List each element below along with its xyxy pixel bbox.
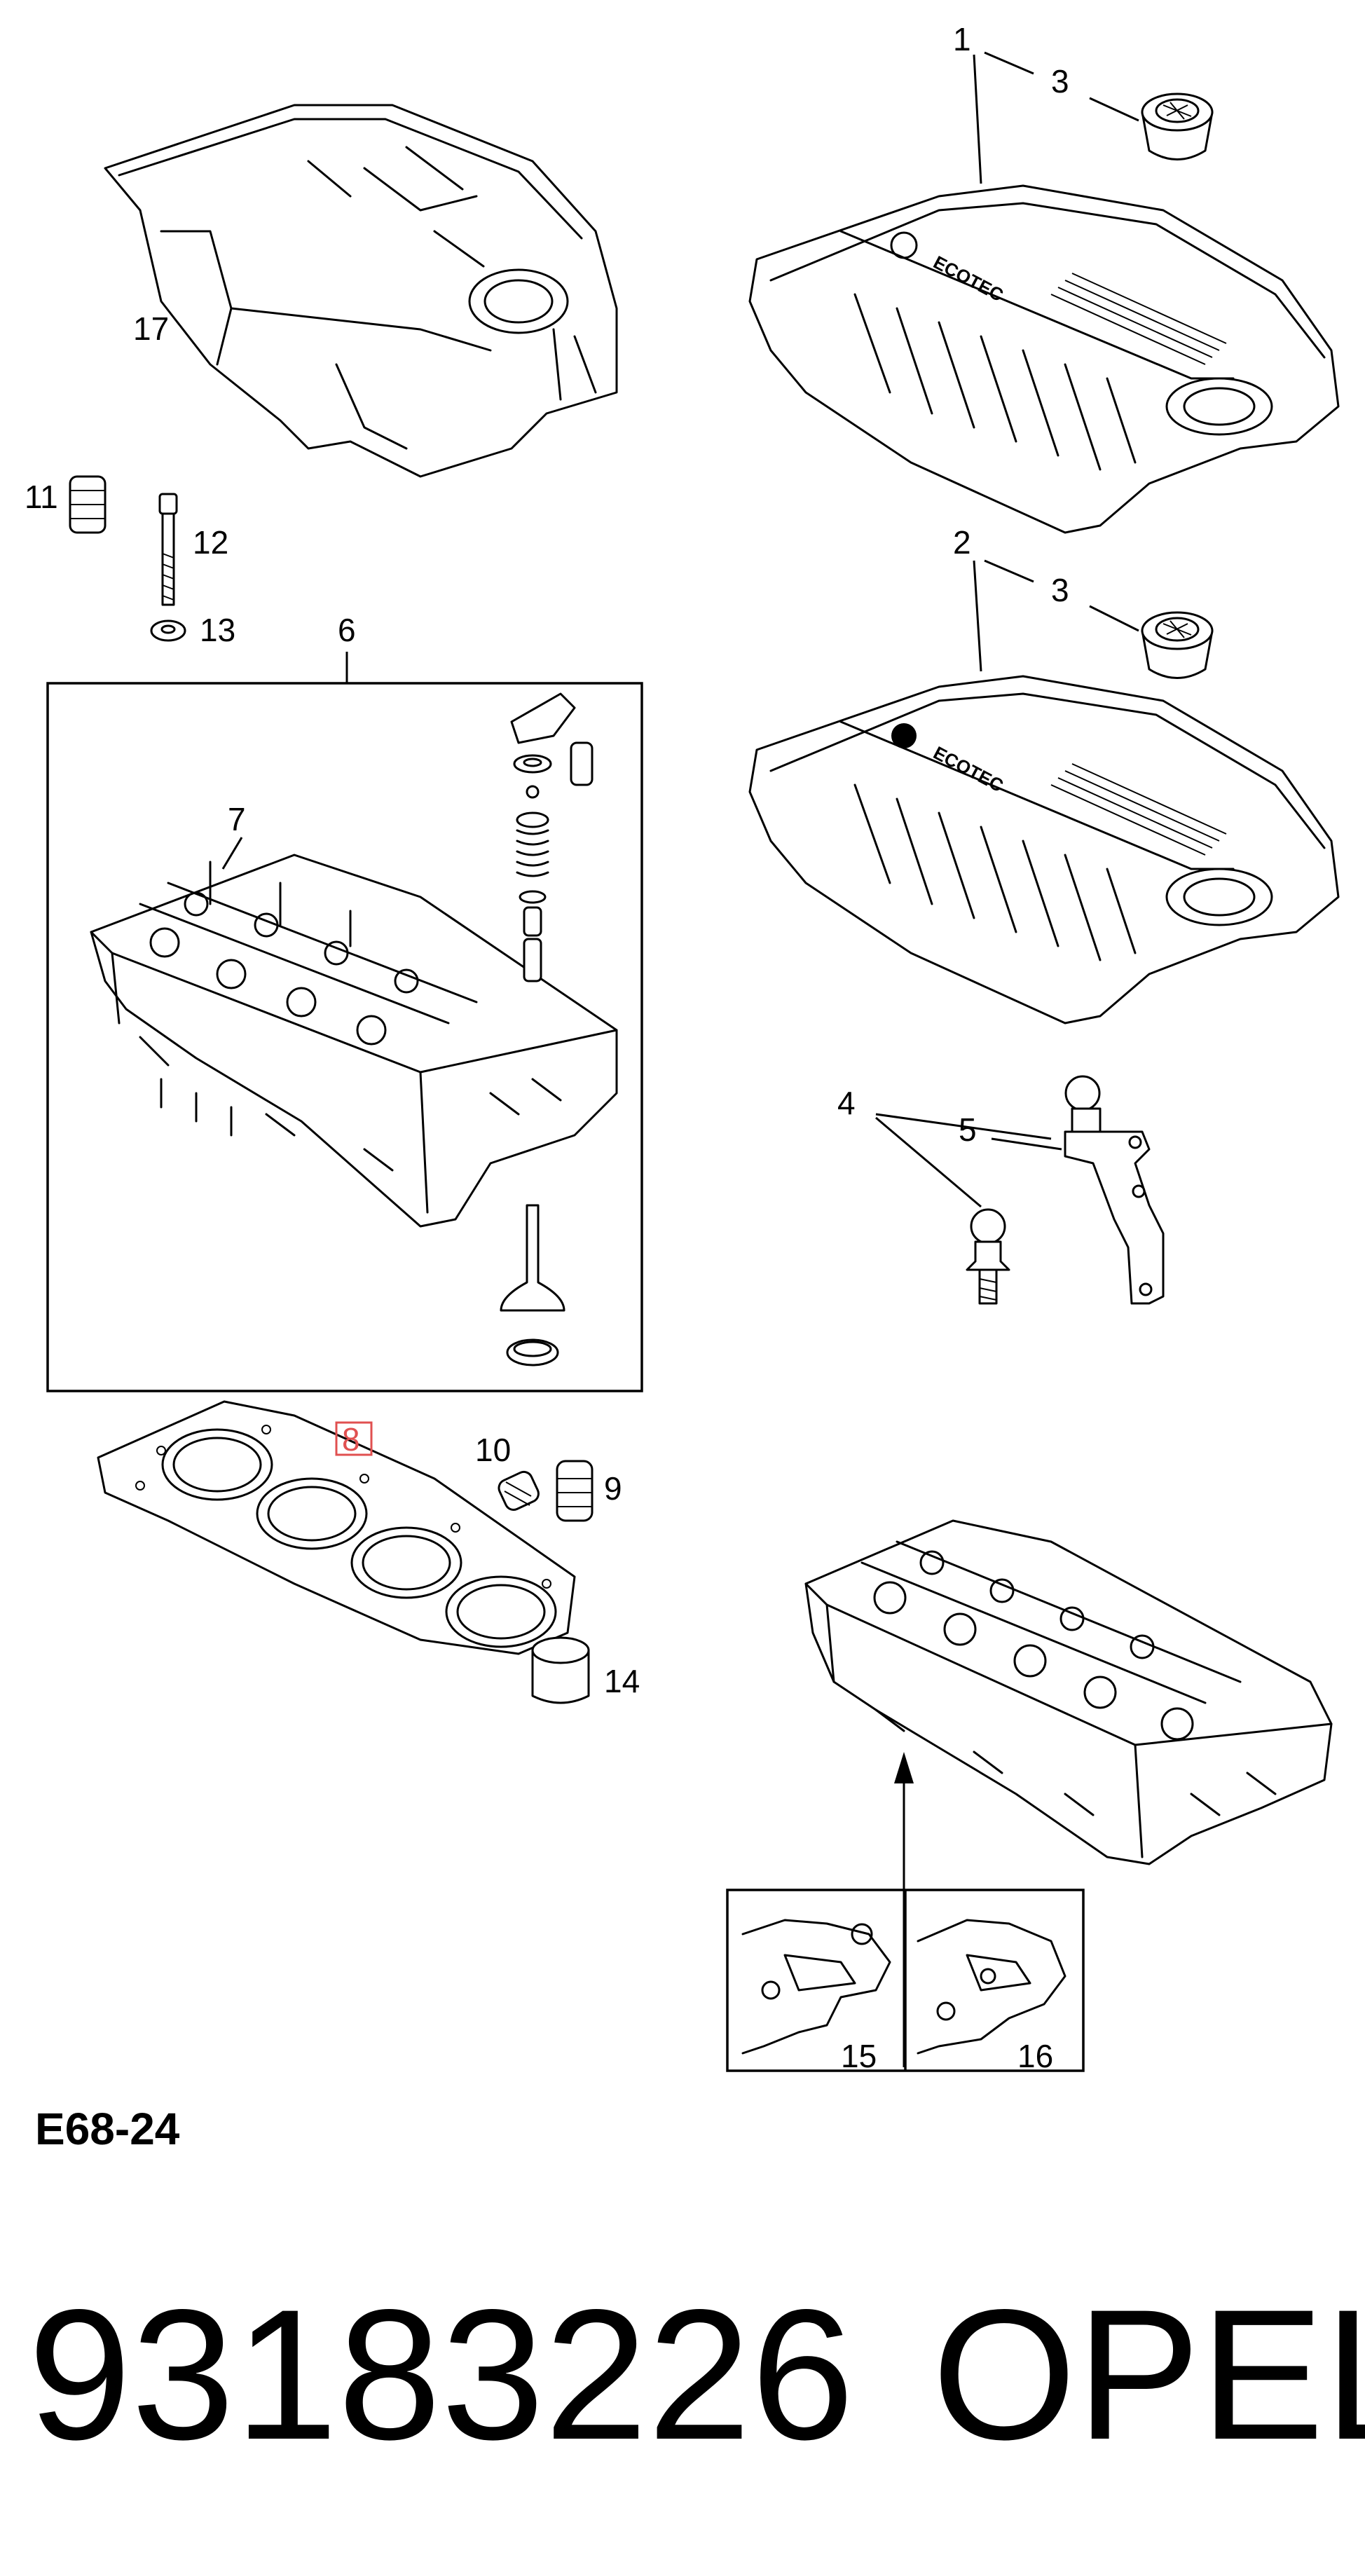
part-6-frame <box>46 682 643 1392</box>
callout-2: 2 <box>953 524 971 561</box>
part-2-engine-cover: ECOTEC <box>748 675 1340 1025</box>
part-13-washer <box>150 619 186 642</box>
part-10-spring-sleeve <box>498 1470 540 1511</box>
callout-8-highlight-box <box>335 1421 373 1456</box>
detail-16 <box>917 1919 1066 2055</box>
callout-15: 15 <box>841 2038 877 2074</box>
callout-4: 4 <box>837 1085 856 1121</box>
part-8-head-gasket <box>97 1400 576 1655</box>
arrow-head <box>894 1752 914 1783</box>
part-5-bracket <box>1064 1075 1165 1305</box>
callout-1: 1 <box>953 21 971 57</box>
callout-17: 17 <box>133 310 169 347</box>
callout-11: 11 <box>25 479 58 515</box>
cylinder-head-detail <box>804 1519 1333 1865</box>
part-3-grommet-b <box>1141 611 1214 679</box>
callout-16: 16 <box>1017 2038 1053 2074</box>
callout-8: 8 <box>342 1421 360 1458</box>
detail-15 <box>741 1919 891 2055</box>
callout-13: 13 <box>200 612 235 648</box>
part-17-cover-underside <box>104 104 618 478</box>
part-6-valve-components <box>500 692 594 1366</box>
callout-12: 12 <box>193 524 228 561</box>
part-6-cylinder-head <box>90 854 618 1228</box>
part-11-sleeve <box>69 475 107 534</box>
callout-9: 9 <box>604 1470 622 1507</box>
callout-10: 10 <box>475 1432 511 1468</box>
callout-3a: 3 <box>1051 63 1069 100</box>
callout-14: 14 <box>604 1663 640 1699</box>
callout-7: 7 <box>228 801 246 837</box>
diagram-code: E68-24 <box>35 2104 180 2154</box>
part-9-sleeve <box>556 1460 594 1522</box>
part-14-bushing <box>531 1636 590 1704</box>
part-number: 93183226 <box>28 2271 854 2479</box>
part-3-grommet-a <box>1141 93 1214 160</box>
callout-3b: 3 <box>1051 572 1069 608</box>
brand-name: OPEL <box>932 2271 1365 2479</box>
callout-5: 5 <box>959 1111 977 1148</box>
part-12-bolt <box>158 493 178 606</box>
part-4-ball-stud <box>966 1208 1010 1305</box>
part-1-engine-cover: ECOTEC <box>748 184 1340 534</box>
callout-6: 6 <box>338 612 356 648</box>
